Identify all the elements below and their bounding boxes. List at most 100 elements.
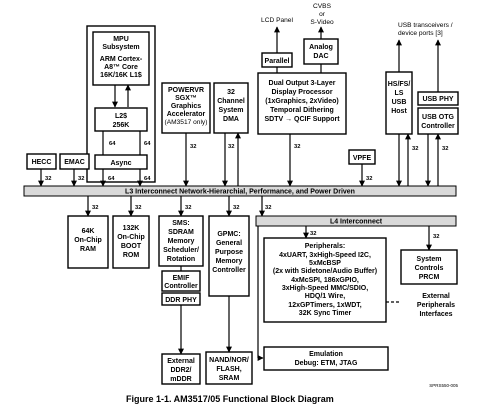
emif-line-2: Controller	[164, 283, 198, 290]
width-64-async: 64	[108, 176, 115, 182]
analog-dac-box	[303, 38, 339, 65]
emulation-box	[263, 346, 389, 371]
width-32-dma: 32	[228, 144, 234, 150]
width-32-sms: 32	[185, 205, 191, 211]
l2-line-2: 256K	[113, 122, 130, 129]
display-line-2: Display Processor	[271, 89, 332, 96]
lcd-panel-label: LCD Panel	[261, 17, 293, 24]
gpmc-line-4: Memory	[216, 258, 243, 265]
dac-line-2: DAC	[313, 53, 328, 60]
dma-box	[213, 82, 249, 134]
display-line-3: (1xGraphics, 2xVideo)	[265, 98, 338, 105]
sms-line-3: Memory	[168, 238, 195, 245]
width-32-vpfe: 32	[366, 176, 372, 182]
l4-label: L4 Interconnect	[330, 219, 383, 226]
mpu-line-1: MPU	[113, 36, 129, 43]
system-controls-box	[400, 249, 458, 285]
cvbs-label-2: or	[319, 11, 326, 18]
width-32-hecc: 32	[45, 176, 51, 182]
width-64-async-b: 64	[144, 176, 151, 182]
width-32-sysctrl: 32	[433, 234, 439, 240]
peripherals-box	[263, 237, 387, 323]
usb-phy-label: USB PHY	[422, 96, 453, 103]
dma-line-3: System	[219, 107, 244, 114]
nand-box	[205, 351, 253, 385]
width-32-sgx: 32	[190, 144, 196, 150]
ext-periph-line-1: External	[422, 293, 450, 300]
l3-label: L3 Interconnect Network-Hierarchial, Per…	[125, 189, 355, 196]
usb-ports-label-1: USB transceivers /	[398, 22, 453, 29]
dac-line-1: Analog	[309, 44, 333, 51]
display-line-5: SDTV → QCIF Support	[264, 116, 340, 123]
ext-ddr-line-1: External	[167, 358, 195, 365]
figure-caption: Figure 1-1. AM3517/05 Functional Block D…	[126, 394, 334, 404]
ext-periph-line-2: Peripherals	[417, 302, 455, 309]
periph-line-6: 3xHigh-Speed MMC/SDIO,	[282, 285, 368, 292]
usb-ports-label-2: device ports [3]	[398, 30, 443, 37]
dma-line-1: 32	[227, 89, 235, 96]
usb-host-box	[385, 71, 413, 135]
dma-line-2: Channel	[217, 98, 245, 105]
width-32-periph: 32	[310, 231, 316, 237]
l2-cache-box	[94, 107, 148, 132]
width-32-l4: 32	[265, 205, 271, 211]
ext-ddr-line-3: mDDR	[170, 376, 191, 383]
gpmc-line-3: Purpose	[215, 249, 243, 256]
mpu-line-4: ARM Cortex-	[100, 56, 143, 63]
sms-line-2: SDRAM	[168, 229, 194, 236]
ext-periph-line-3: Interfaces	[419, 311, 452, 318]
periph-line-8: 12xGPTimers, 1xWDT,	[288, 302, 361, 309]
vpfe-label: VPFE	[353, 155, 372, 162]
ddr-phy-label: DDR PHY	[165, 297, 197, 304]
ram-line-1: 64K	[82, 228, 95, 235]
usb-host-line-3: USB	[392, 99, 407, 106]
periph-line-9: 32K Sync Timer	[299, 310, 352, 317]
periph-line-7: HDQ/1 Wire,	[305, 293, 345, 300]
display-processor-box	[257, 72, 347, 135]
nand-line-1: NAND/NOR/	[209, 357, 249, 364]
ram-line-2: On-Chip	[74, 237, 102, 244]
sysctrl-line-2: Controls	[415, 265, 444, 272]
periph-line-1: Peripherals:	[305, 243, 345, 250]
rom-line-4: ROM	[123, 252, 140, 259]
l3-interconnect-bar	[23, 185, 457, 197]
sgx-line-1: POWERVR	[168, 87, 204, 94]
emac-label: EMAC	[64, 159, 85, 166]
usb-host-line-2: LS	[395, 90, 404, 97]
usb-host-line-4: Host	[391, 108, 407, 115]
gpmc-line-1: GPMC:	[217, 231, 240, 238]
width-32-gpmc: 32	[233, 205, 239, 211]
display-line-4: Temporal Dithering	[270, 107, 334, 114]
usb-host-line-1: HS/FS/	[388, 81, 411, 88]
cvbs-label-1: CVBS	[313, 3, 332, 10]
sysctrl-line-1: System	[417, 256, 442, 263]
periph-line-4: (2x with Sidetone/Audio Buffer)	[273, 268, 377, 275]
nand-line-2: FLASH,	[216, 366, 241, 373]
rom-line-3: BOOT	[121, 243, 142, 250]
emif-line-1: EMIF	[173, 275, 190, 282]
width-32-usbhost: 32	[412, 146, 418, 152]
parallel-label: Parallel	[265, 58, 290, 65]
sms-line-4: Scheduler/	[163, 247, 199, 254]
sms-box	[158, 215, 204, 267]
sms-line-5: Rotation	[167, 256, 195, 263]
usb-otg-box	[417, 107, 459, 135]
usb-otg-line-1: USB OTG	[422, 114, 454, 121]
mpu-line-2: Subsystem	[102, 44, 139, 51]
sgx-line-5: (AM3517 only)	[165, 119, 208, 126]
gpmc-line-2: General	[216, 240, 242, 247]
sgx-box	[161, 82, 211, 134]
sms-line-1: SMS:	[172, 220, 190, 227]
async-box	[94, 154, 148, 170]
gpmc-box	[208, 215, 250, 297]
hecc-label: HECC	[32, 159, 52, 166]
cvbs-label-3: S-Video	[310, 19, 334, 26]
width-32-rom: 32	[135, 205, 141, 211]
rom-box	[112, 215, 150, 269]
sgx-line-2: SGX™	[175, 95, 197, 102]
width-32-ram: 32	[92, 205, 98, 211]
mpu-line-5: A8™ Core	[104, 64, 138, 71]
width-64-mpu-b: 64	[144, 141, 151, 147]
async-label: Async	[110, 160, 131, 167]
